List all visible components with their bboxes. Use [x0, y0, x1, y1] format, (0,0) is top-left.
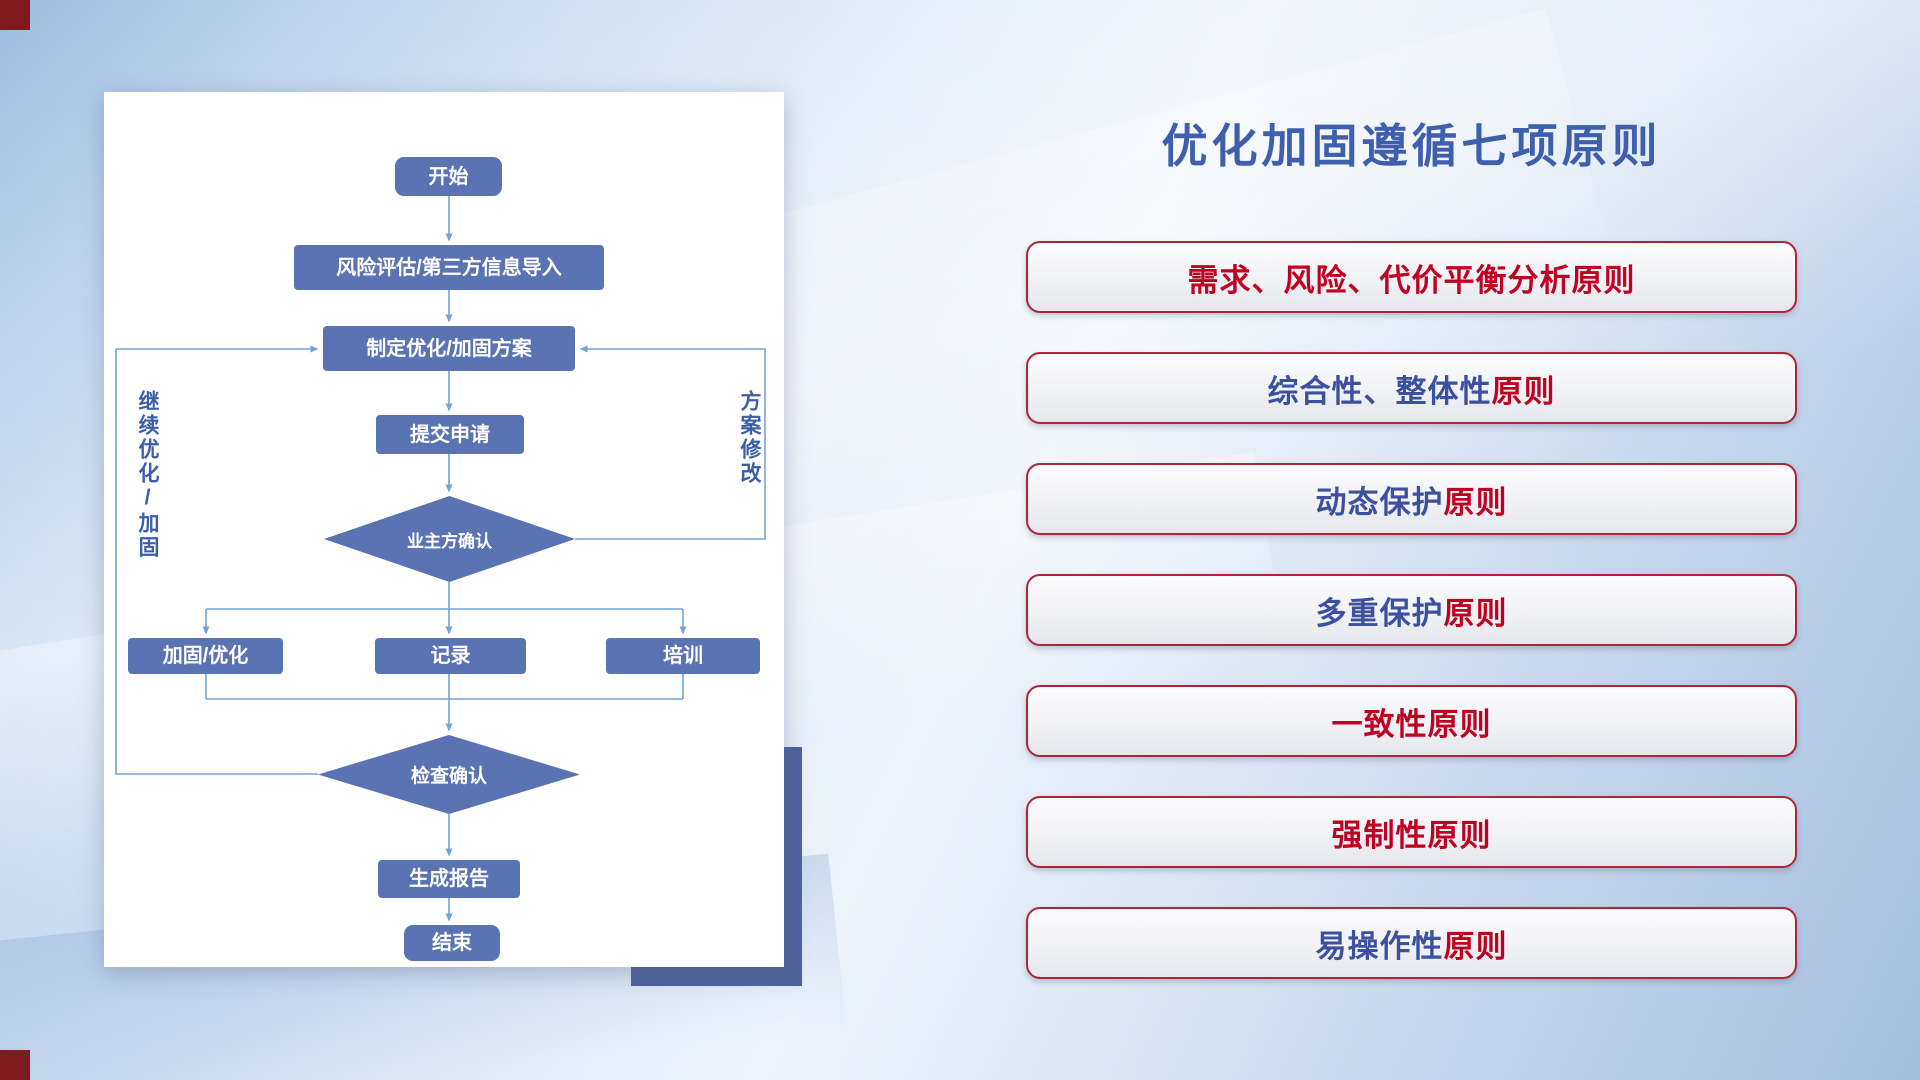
principle-text-lead: 强制性	[1331, 817, 1428, 853]
principle-text-lead: 综合性、整体性	[1267, 373, 1492, 409]
principle-item-3: 动态保护 原则	[1026, 463, 1797, 535]
flowchart-card: 开始 风险评估/第三方信息导入 制定优化/加固方案 提交申请 业主方确认 加固/…	[104, 92, 784, 967]
flowchart-connectors	[115, 196, 766, 922]
page-title: 优化加固遵循七项原则	[1161, 120, 1662, 172]
principle-item-5: 一致性 原则	[1026, 685, 1797, 757]
flow-node-record: 记录	[375, 638, 526, 674]
principle-text-lead: 一致性	[1331, 706, 1428, 742]
principles-list: 需求、风险、代价平衡分析 原则 综合性、整体性 原则 动态保护 原则 多重保护 …	[1026, 241, 1797, 979]
principle-text-tail: 原则	[1443, 484, 1508, 520]
principle-item-2: 综合性、整体性 原则	[1026, 352, 1797, 424]
flow-node-make-plan: 制定优化/加固方案	[323, 326, 575, 371]
principle-text-lead: 需求、风险、代价平衡分析	[1187, 262, 1572, 298]
principle-text-tail: 原则	[1491, 373, 1556, 409]
loop-label-continue-optimize: 继续优化/加固	[136, 390, 159, 560]
corner-accent-bottom-left	[0, 1050, 30, 1080]
principle-item-6: 强制性 原则	[1026, 796, 1797, 868]
principle-item-7: 易操作性 原则	[1026, 907, 1797, 979]
flow-node-generate-report: 生成报告	[378, 860, 520, 898]
principle-text-tail: 原则	[1571, 262, 1636, 298]
principle-text-tail: 原则	[1427, 817, 1492, 853]
principle-text-tail: 原则	[1427, 706, 1492, 742]
principle-text-lead: 易操作性	[1315, 928, 1444, 964]
principle-text-tail: 原则	[1443, 928, 1508, 964]
flow-node-submit-request: 提交申请	[376, 415, 524, 454]
flow-node-harden-optimize: 加固/优化	[128, 638, 283, 674]
flow-node-label: 检查确认	[410, 766, 487, 787]
corner-accent-top-left	[0, 0, 30, 30]
principle-item-1: 需求、风险、代价平衡分析 原则	[1026, 241, 1797, 313]
flow-node-end: 结束	[404, 925, 500, 961]
principle-text-tail: 原则	[1443, 595, 1508, 631]
flow-node-start: 开始	[395, 157, 502, 196]
loop-label-plan-revision: 方案修改	[738, 390, 761, 486]
principle-text-lead: 多重保护	[1315, 595, 1444, 631]
principle-item-4: 多重保护 原则	[1026, 574, 1797, 646]
flow-node-label: 业主方确认	[407, 531, 492, 551]
flow-node-risk-import: 风险评估/第三方信息导入	[294, 245, 604, 290]
flow-node-training: 培训	[606, 638, 760, 674]
principle-text-lead: 动态保护	[1315, 484, 1444, 520]
